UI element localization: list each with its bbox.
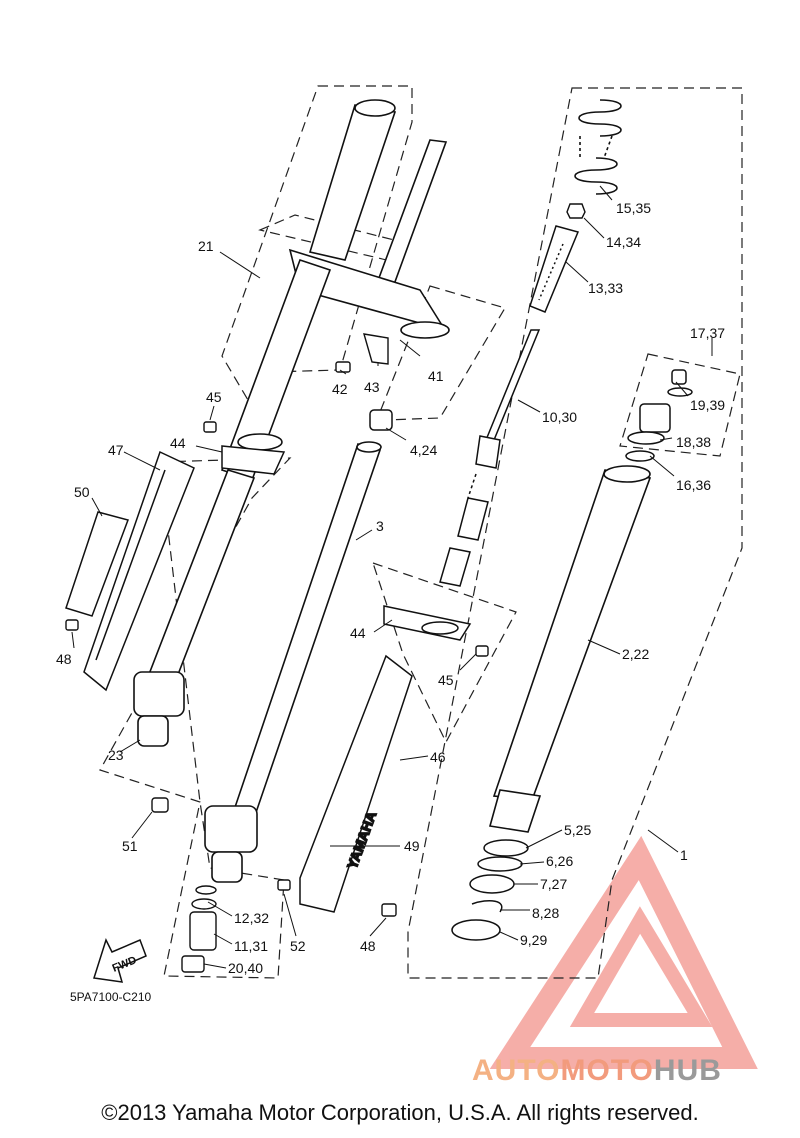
cable-bracket: [363, 333, 389, 365]
fork-guard-left: [83, 450, 195, 692]
cap-bolt-assembly: [625, 369, 693, 462]
locknut: [566, 203, 586, 219]
left-outer-tube: [133, 258, 332, 747]
callout-51: 51: [122, 838, 138, 854]
diagram-code: 5PA7100-C210: [70, 990, 152, 1004]
fwd-arrow: FWD: [93, 938, 147, 983]
callout-12-32: 12,32: [234, 910, 269, 926]
callout-4-24: 4,24: [410, 442, 437, 458]
callout-10-30: 10,30: [542, 409, 577, 425]
leader-lines: [71, 185, 713, 969]
callout-42: 42: [332, 381, 348, 397]
base-valve-damper: [181, 885, 217, 973]
upper-clamp: [221, 445, 286, 475]
dashed-group-outlines: [99, 85, 743, 979]
fork-guard-right: YAMAHA: [299, 654, 413, 913]
callout-13-33: 13,33: [588, 280, 623, 296]
lower-clamp: [383, 605, 472, 641]
callout-50: 50: [74, 484, 90, 500]
callout-48-left: 48: [56, 651, 72, 667]
spacer-tube: [529, 225, 580, 313]
watermark-text: AUTOMOTOHUB: [472, 1054, 722, 1088]
callout-17-37: 17,37: [690, 325, 725, 341]
inner-tube: [488, 465, 652, 833]
inner-tube-long: [204, 441, 382, 883]
damper-rod-assembly: [439, 329, 541, 587]
bushing: [369, 409, 393, 431]
callout-41: 41: [428, 368, 444, 384]
callout-7-27: 7,27: [540, 876, 567, 892]
callout-3: 3: [376, 518, 384, 534]
callout-11-31: 11,31: [234, 938, 268, 954]
watermark-part-3: HUB: [653, 1054, 722, 1087]
callout-18-38: 18,38: [676, 434, 711, 450]
callout-46: 46: [430, 749, 446, 765]
copyright-notice: ©2013 Yamaha Motor Corporation, U.S.A. A…: [101, 1100, 699, 1125]
callout-44-lower: 44: [350, 625, 366, 641]
callout-20-40: 20,40: [228, 960, 263, 976]
fork-spring: [574, 99, 622, 195]
watermark-part-2: MOTO: [560, 1054, 654, 1087]
callout-8-28: 8,28: [532, 905, 559, 921]
seal-stack: [451, 839, 529, 941]
callout-52: 52: [290, 938, 306, 954]
callout-1: 1: [680, 847, 688, 863]
callout-15-35: 15,35: [616, 200, 651, 216]
callout-9-29: 9,29: [520, 932, 547, 948]
callout-45-lower: 45: [438, 672, 454, 688]
callout-5-25: 5,25: [564, 822, 591, 838]
callout-43: 43: [364, 379, 380, 395]
bolts: [65, 361, 489, 917]
callout-44-upper: 44: [170, 435, 186, 451]
callout-49: 49: [404, 838, 420, 854]
callout-labels: 15,35 14,34 13,33 17,37 19,39 18,38 16,3…: [56, 200, 725, 976]
callout-45-upper: 45: [206, 389, 222, 405]
guard-sticker: [65, 511, 129, 617]
callout-21: 21: [198, 238, 214, 254]
callout-14-34: 14,34: [606, 234, 641, 250]
callout-48-right: 48: [360, 938, 376, 954]
callout-23: 23: [108, 747, 124, 763]
watermark-logo: [489, 835, 758, 1069]
watermark-part-1: AUTO: [472, 1054, 561, 1087]
callout-19-39: 19,39: [690, 397, 725, 413]
callout-2-22: 2,22: [622, 646, 649, 662]
callout-6-26: 6,26: [546, 853, 573, 869]
callout-16-36: 16,36: [676, 477, 711, 493]
callout-47: 47: [108, 442, 124, 458]
